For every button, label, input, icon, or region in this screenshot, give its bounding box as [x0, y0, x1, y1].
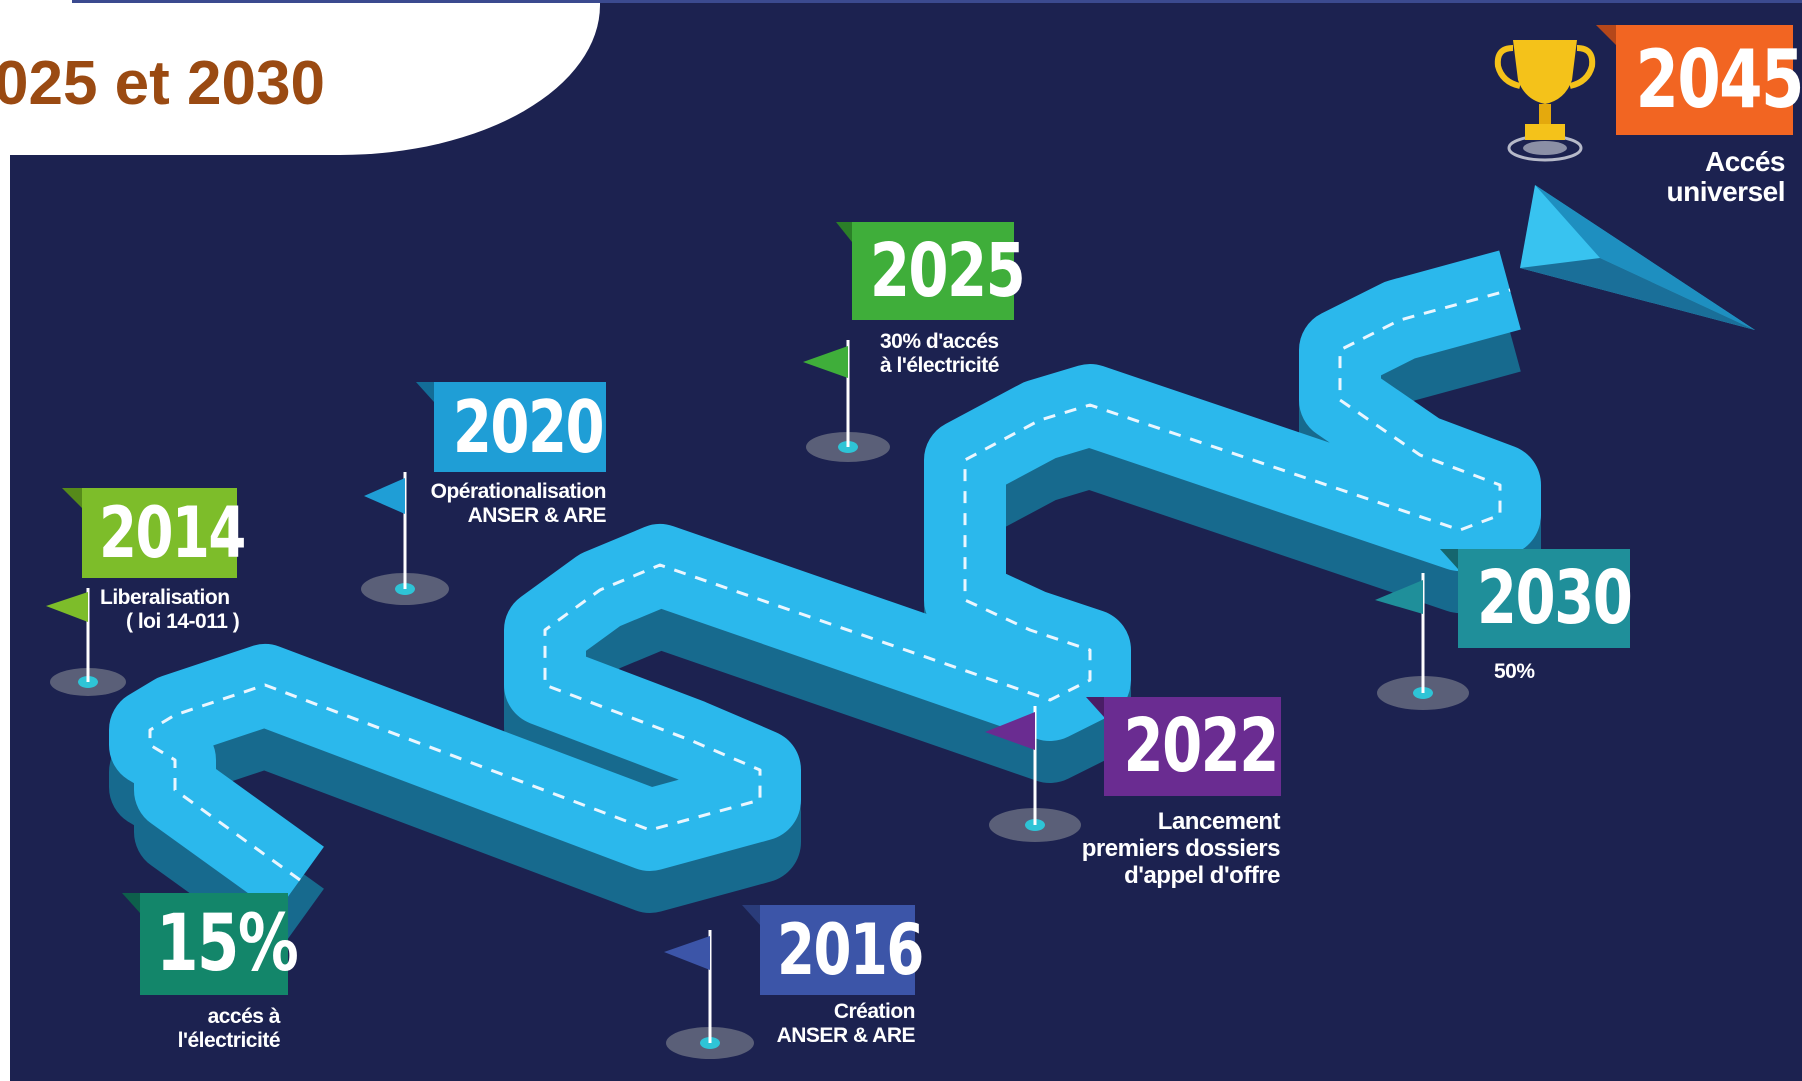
- box-2014: [82, 488, 237, 578]
- road-dashes: [148, 288, 1511, 882]
- milestone-2025-year: 2025: [869, 228, 1026, 314]
- milestone-2014-caption: Liberalisation( loi 14-011 ): [100, 586, 240, 633]
- box-2030: [1458, 549, 1630, 648]
- milestone-2045-year: 2045: [1635, 33, 1802, 126]
- page-title: 025 et 2030: [0, 49, 325, 118]
- box-2045: [1616, 25, 1793, 135]
- milestone-2014-year: 2014: [99, 492, 246, 574]
- milestone-2020-year: 2020: [452, 385, 605, 469]
- box-2022: [1104, 697, 1281, 796]
- milestone-2030-year: 2030: [1476, 555, 1633, 641]
- box-2025: [852, 222, 1014, 320]
- milestone-15-value: 15%: [156, 899, 299, 989]
- flag-icon: [46, 340, 1469, 1059]
- milestone-2016-year: 2016: [777, 909, 924, 991]
- trophy-icon: [1494, 40, 1596, 162]
- box-2016: [760, 905, 915, 995]
- box-15: [140, 893, 288, 995]
- milestone-2030-caption: 50%: [1494, 660, 1535, 683]
- paper-plane-icon: [1520, 185, 1755, 330]
- header-rule: [72, 0, 1802, 3]
- milestone-2022-year: 2022: [1123, 703, 1279, 789]
- box-2020: [434, 382, 606, 472]
- year-boxes: [62, 25, 1793, 995]
- winding-road: [109, 250, 1541, 956]
